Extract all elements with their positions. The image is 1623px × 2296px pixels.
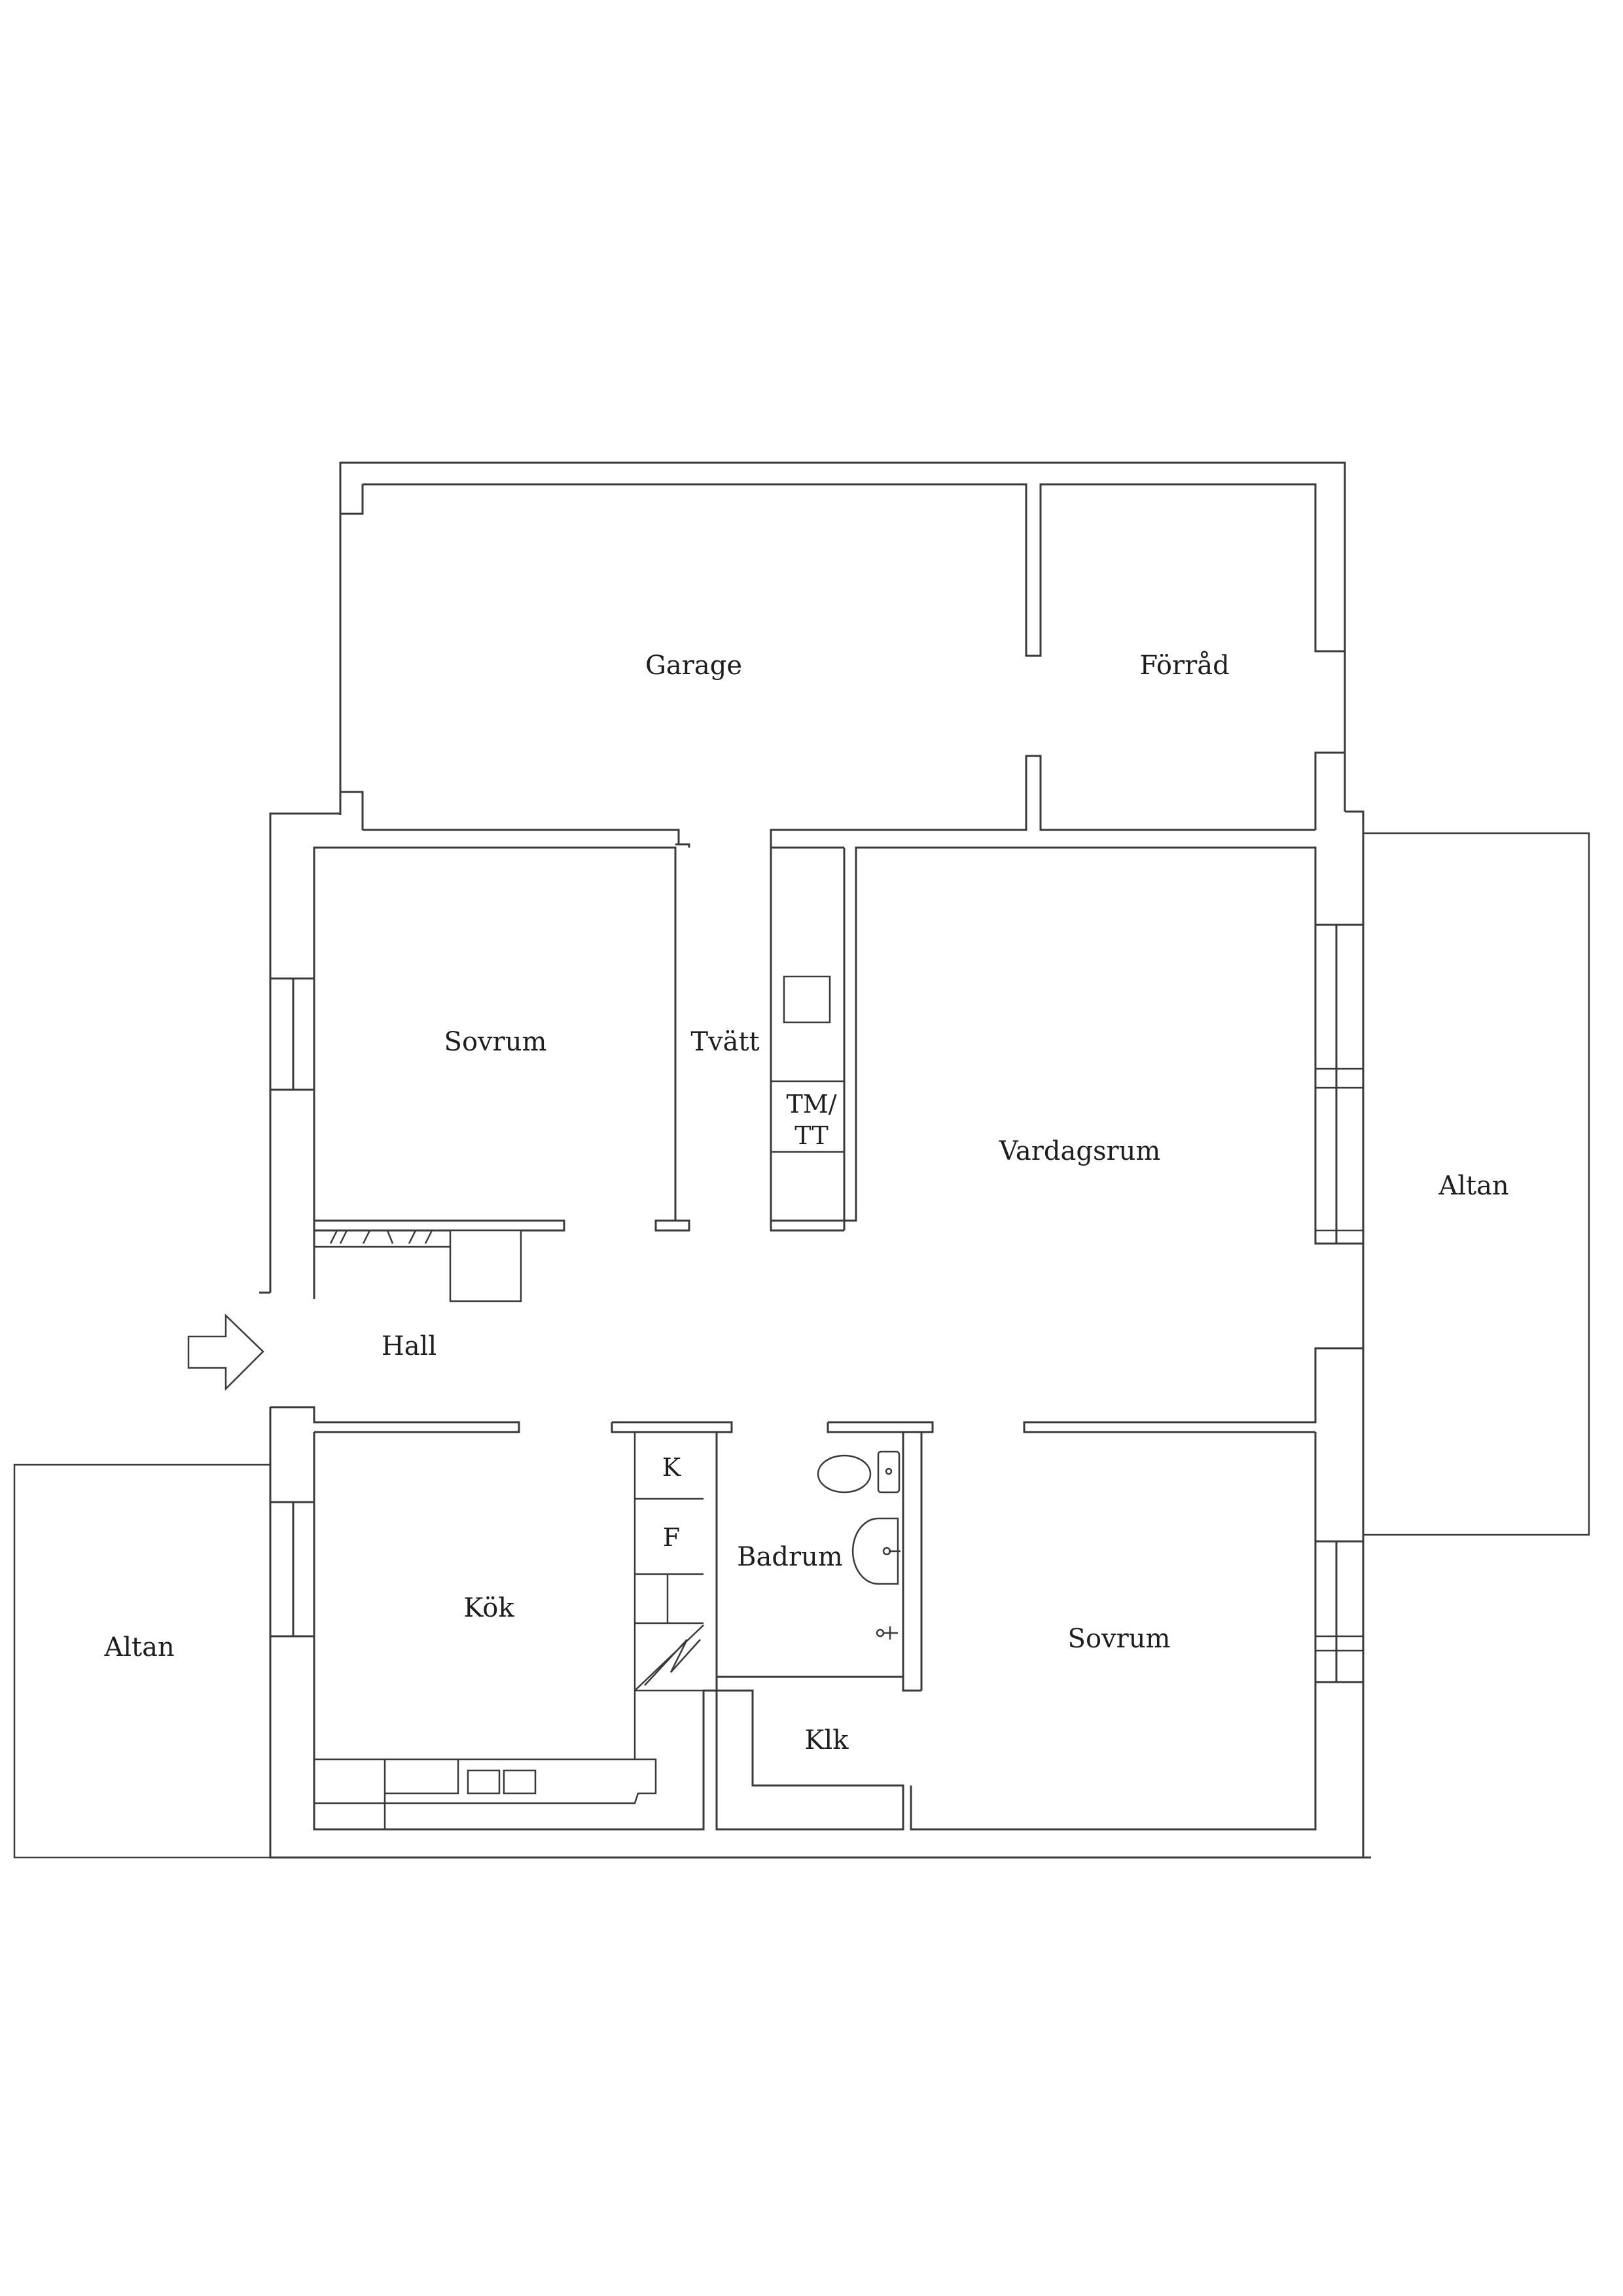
- sovrum-south-walls: [910, 1432, 1364, 1831]
- label-garage: Garage: [645, 651, 742, 681]
- kok-walls: [293, 1431, 718, 1831]
- label-tvatt: Tvätt: [690, 1027, 759, 1057]
- label-altan-east: Altan: [1438, 1171, 1508, 1201]
- label-badrum: Badrum: [737, 1542, 843, 1572]
- sovrum-north-walls: [293, 843, 690, 1299]
- label-kok: Kök: [463, 1593, 514, 1623]
- label-altan-west: Altan: [103, 1632, 174, 1662]
- label-sovrum-north: Sovrum: [444, 1027, 547, 1057]
- hall-walls: [270, 1406, 934, 1433]
- laundry-cabinet: [770, 844, 1317, 1232]
- sink-icon: [851, 1517, 901, 1585]
- altan-west: [13, 1463, 270, 1859]
- label-hall: Hall: [382, 1331, 437, 1361]
- label-frys: F: [663, 1523, 680, 1552]
- label-kyl: K: [662, 1453, 681, 1482]
- label-sovrum-south: Sovrum: [1068, 1624, 1171, 1654]
- garage-walls: [339, 461, 1346, 844]
- wardrobe: [313, 1229, 522, 1302]
- entrance-arrow-icon: [187, 1314, 264, 1391]
- label-forrad: Förråd: [1139, 651, 1229, 681]
- badrum-walls: [715, 1431, 923, 1831]
- shower-tap-icon: [876, 1626, 898, 1640]
- label-vardagsrum: Vardagsrum: [999, 1136, 1161, 1166]
- label-tmtt-line2: TT: [794, 1121, 828, 1150]
- altan-east: [1363, 832, 1590, 1536]
- toilet-icon: [817, 1450, 901, 1494]
- vardagsrum-east-walls: [1023, 924, 1363, 1433]
- label-klk: Klk: [805, 1725, 849, 1755]
- label-tmtt-line1: TM/: [786, 1090, 836, 1119]
